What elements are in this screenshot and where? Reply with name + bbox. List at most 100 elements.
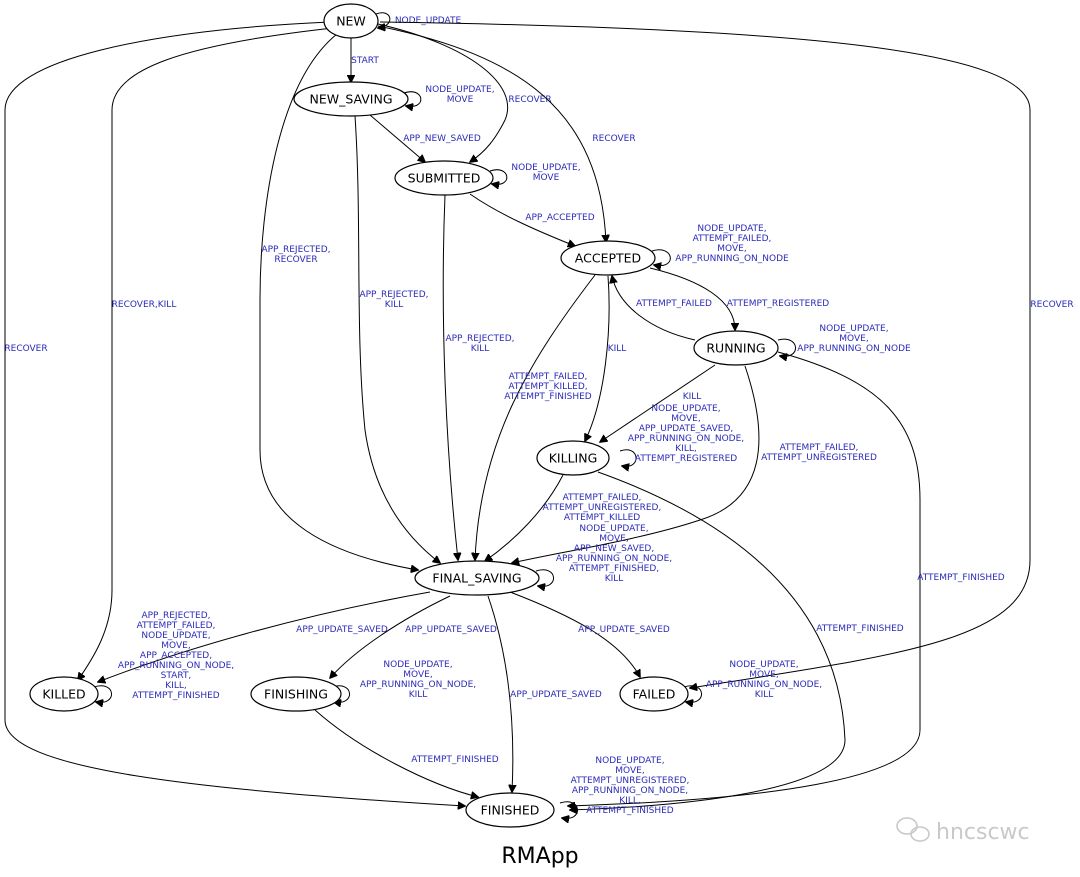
edge-label-line: MOVE, [599, 534, 628, 544]
edge-label-line: ATTEMPT_FINISHED [816, 624, 904, 634]
edge-new-saving-to-submitted: APP_NEW_SAVED [369, 114, 481, 162]
state-killing: KILLING [536, 440, 610, 476]
edge-label-line: NODE_UPDATE, [697, 224, 766, 234]
edge-label-line: APP_REJECTED, [141, 611, 210, 621]
edge-label: RECOVER,KILL [112, 300, 177, 310]
edge-accepted-to-killing: KILL [585, 275, 627, 441]
edge-accepted-self: NODE_UPDATE,ATTEMPT_FAILED,MOVE,APP_RUNN… [651, 224, 789, 266]
edge-label-line: APP_UPDATE_SAVED [296, 625, 388, 635]
edge-label-line: APP_NEW_SAVED, [574, 544, 654, 554]
state-label: FINISHED [481, 803, 540, 818]
wechat-icon [896, 817, 930, 842]
edge-label: APP_REJECTED,ATTEMPT_FAILED,NODE_UPDATE,… [118, 611, 234, 701]
edge-label: ATTEMPT_FINISHED [816, 624, 904, 634]
edge-label: NODE_UPDATE,MOVE [425, 85, 494, 105]
state-failed: FAILED [619, 676, 689, 712]
edge-label-line: ATTEMPT_UNREGISTERED, [543, 503, 662, 513]
edge-label-line: APP_RUNNING_ON_NODE, [556, 554, 672, 564]
edge-new-to-killed: RECOVER,KILL [78, 27, 334, 680]
edge-label: KILL [608, 344, 627, 354]
edge-label-line: ATTEMPT_FINISHED [132, 691, 220, 701]
edge-label: APP_NEW_SAVED [403, 134, 481, 144]
edge-label: START [351, 56, 379, 66]
edge-label: NODE_UPDATE [395, 16, 462, 26]
edge-label: RECOVER [508, 95, 551, 105]
edge-label-line: ATTEMPT_FAILED, [137, 621, 216, 631]
edge-killed-self: APP_REJECTED,ATTEMPT_FAILED,NODE_UPDATE,… [93, 611, 234, 702]
edge-label-line: MOVE, [161, 641, 190, 651]
edge-accepted-to-running: ATTEMPT_REGISTERED [649, 267, 830, 330]
edge-label-line: APP_ACCEPTED [525, 213, 594, 223]
edge-label: APP_UPDATE_SAVED [296, 625, 388, 635]
edge-label-line: APP_RUNNING_ON_NODE, [360, 680, 476, 690]
edge-running-to-finished: ATTEMPT_FINISHED [568, 351, 1005, 806]
edge-label-line: APP_RUNNING_ON_NODE, [706, 680, 822, 690]
edge-accepted-to-final-saving: ATTEMPT_FAILED,ATTEMPT_KILLED,ATTEMPT_FI… [475, 274, 596, 560]
edge-label-line: APP_REJECTED, [359, 290, 428, 300]
state-label: FAILED [633, 687, 676, 702]
edge-new-to-new-saving: START [351, 38, 379, 82]
state-label: SUBMITTED [408, 171, 481, 186]
edge-label: ATTEMPT_FINISHED [411, 755, 499, 765]
edge-label: ATTEMPT_FAILED,ATTEMPT_UNREGISTERED,ATTE… [543, 493, 662, 523]
edge-label-line: KILL [471, 344, 490, 354]
edge-label: RECOVER [1030, 300, 1073, 310]
edge-label-line: ATTEMPT_FINISHED [411, 755, 499, 765]
edge-label-line: NODE_UPDATE, [729, 660, 798, 670]
edge-label-line: APP_ACCEPTED, [140, 651, 212, 661]
edge-label-line: KILL [755, 690, 774, 700]
edge-label-line: KILL [409, 690, 428, 700]
edge-new-to-accepted: RECOVER [377, 25, 636, 242]
edge-label: NODE_UPDATE,MOVE,APP_RUNNING_ON_NODE [797, 324, 911, 354]
edge-label-line: NODE_UPDATE, [651, 404, 720, 414]
edge-label-line: ATTEMPT_FINISHED [504, 392, 592, 402]
edge-label-line: NODE_UPDATE, [819, 324, 888, 334]
edge-label-line: APP_REJECTED, [445, 334, 514, 344]
state-label: FINAL_SAVING [432, 571, 521, 586]
edge-label-line: NODE_UPDATE, [579, 524, 648, 534]
diagram-title: RMApp [501, 844, 578, 869]
edge-finishing-to-finished: ATTEMPT_FINISHED [314, 709, 499, 797]
edge-label-line: APP_REJECTED, [261, 245, 330, 255]
edge-label-line: NODE_UPDATE, [595, 756, 664, 766]
edge-label-line: MOVE, [749, 670, 778, 680]
state-submitted: SUBMITTED [394, 160, 494, 196]
edge-new-to-submitted: RECOVER [377, 23, 552, 162]
edge-label: ATTEMPT_FAILED [636, 299, 712, 309]
edge-label: ATTEMPT_FINISHED [917, 573, 1005, 583]
edge-label-line: ATTEMPT_FAILED, [780, 443, 859, 453]
edge-label: NODE_UPDATE,MOVE,APP_UPDATE_SAVED,APP_RU… [628, 404, 744, 464]
edge-label: NODE_UPDATE,ATTEMPT_FAILED,MOVE,APP_RUNN… [675, 224, 789, 264]
edge-label-line: ATTEMPT_REGISTERED [727, 299, 830, 309]
edge-label-line: KILL, [675, 444, 696, 454]
edge-label: KILL [683, 392, 702, 402]
edge-label-line: KILL [683, 392, 702, 402]
edge-new-saving-to-final-saving: APP_REJECTED,KILL [354, 115, 440, 563]
edge-running-self: NODE_UPDATE,MOVE,APP_RUNNING_ON_NODE [777, 324, 911, 356]
edge-label: APP_UPDATE_SAVED [405, 625, 497, 635]
edge-label-line: RECOVER [1030, 300, 1073, 310]
state-finished: FINISHED [465, 792, 555, 828]
edge-label-line: NODE_UPDATE, [383, 660, 452, 670]
edge-label-line: KILL, [165, 681, 186, 691]
edge-label-line: ATTEMPT_FAILED [636, 299, 712, 309]
edge-label: RECOVER [592, 134, 635, 144]
watermark-text: hncscwc [936, 820, 1030, 845]
edge-final-saving-to-killed: APP_UPDATE_SAVED [98, 591, 431, 682]
edge-label-line: APP_RUNNING_ON_NODE, [628, 434, 744, 444]
state-label: NEW_SAVING [309, 92, 392, 107]
state-label: NEW [336, 14, 366, 29]
edge-label-line: ATTEMPT_FINISHED [586, 806, 674, 816]
edge-label: APP_REJECTED,KILL [445, 334, 514, 354]
edge-label: NODE_UPDATE,MOVE,ATTEMPT_UNREGISTERED,AP… [571, 756, 690, 816]
edge-label-line: APP_UPDATE_SAVED [510, 690, 602, 700]
edge-label-line: NODE_UPDATE, [141, 631, 210, 641]
edge-label-line: RECOVER [592, 134, 635, 144]
edge-label-line: KILL [605, 574, 624, 584]
edge-killing-to-finished: ATTEMPT_FINISHED [570, 471, 904, 810]
edge-label-line: ATTEMPT_FAILED, [563, 493, 642, 503]
edge-label-line: APP_RUNNING_ON_NODE [797, 344, 911, 354]
edge-label: APP_ACCEPTED [525, 213, 594, 223]
state-accepted: ACCEPTED [560, 240, 656, 276]
nodes: NEW NEW_SAVING SUBMITTED ACCEPTED RUNNIN… [29, 3, 779, 828]
